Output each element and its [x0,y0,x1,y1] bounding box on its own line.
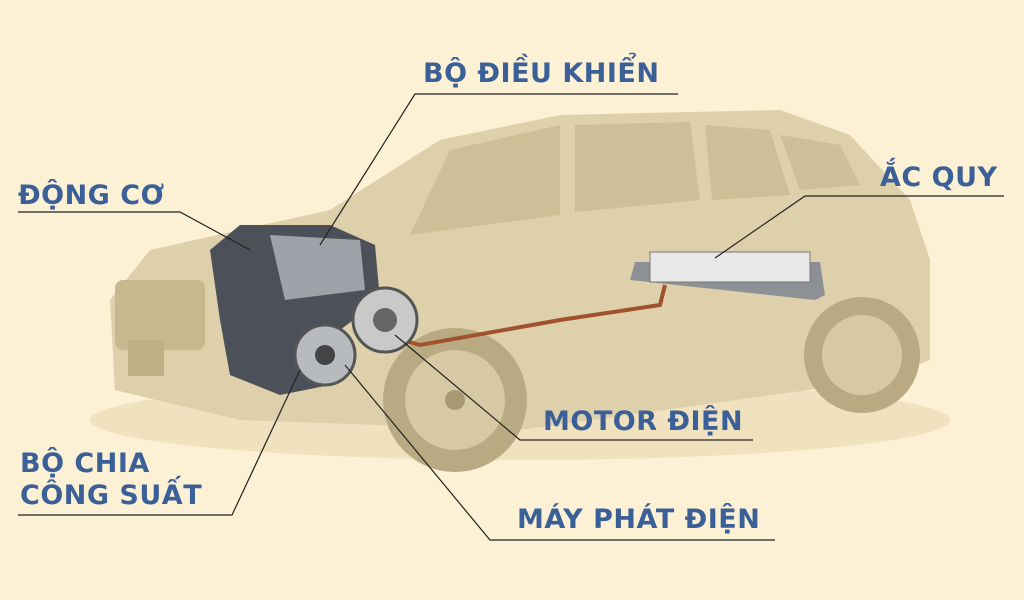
label-power-split-line1: BỘ CHIA [20,448,150,479]
leader-battery [714,195,1004,259]
label-battery: ẮC QUY [880,162,998,193]
leader-engine [18,211,251,251]
label-engine: ĐỘNG CƠ [18,180,165,211]
battery-pack [630,251,825,300]
label-generator: MÁY PHÁT ĐIỆN [517,504,761,535]
hv-cable [394,284,667,348]
leader-generator [344,364,775,541]
electric-motor [351,286,419,354]
leader-motor [394,334,753,441]
leader-controller [319,93,678,246]
label-power-split-line2: CÔNG SUẤT [20,480,203,511]
label-electric-motor: MOTOR ĐIỆN [543,406,744,437]
leader-power-split [18,369,301,516]
label-controller: BỘ ĐIỀU KHIỂN [423,58,660,89]
engine [210,225,380,395]
leader-lines [18,93,1004,541]
